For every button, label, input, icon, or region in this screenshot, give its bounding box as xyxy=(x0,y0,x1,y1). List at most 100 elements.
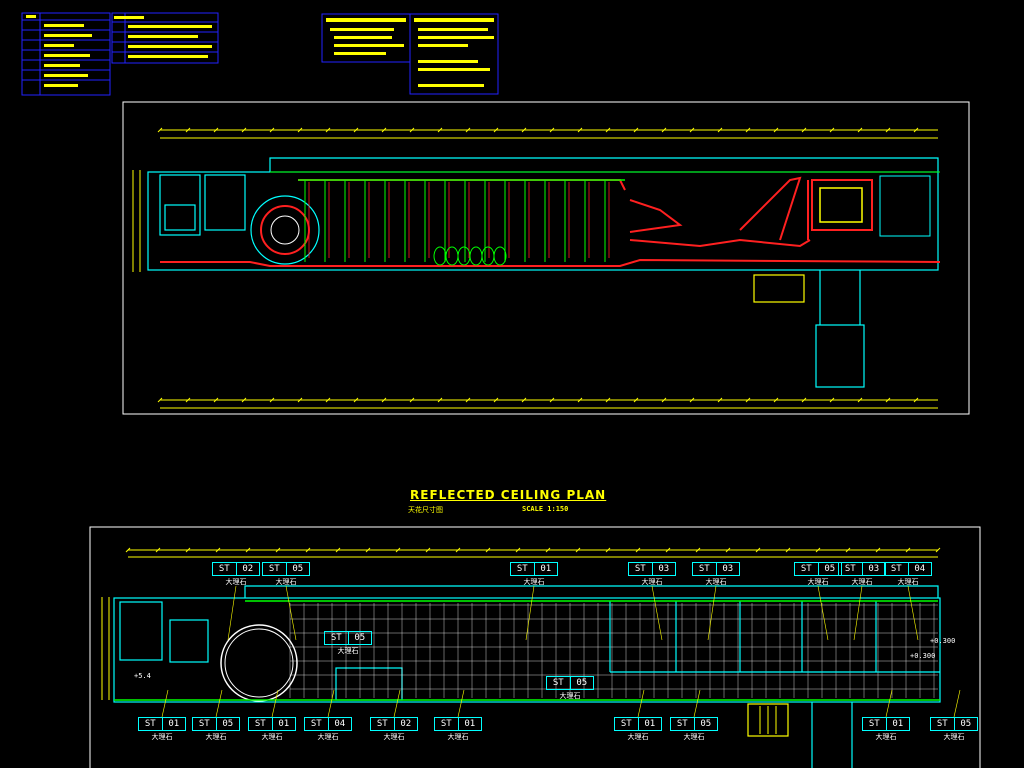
bottom-plan-frame xyxy=(89,526,981,768)
material-note: 大理石 xyxy=(317,733,339,741)
legend-table-left xyxy=(21,12,111,96)
material-number: 01 xyxy=(168,719,180,729)
material-number: 04 xyxy=(914,564,926,574)
material-note: 大理石 xyxy=(225,578,247,586)
material-number: 04 xyxy=(334,719,346,729)
drawing-scale: SCALE 1:150 xyxy=(522,505,569,513)
material-number: 01 xyxy=(464,719,476,729)
notes-box-right xyxy=(409,13,499,95)
material-note: 大理石 xyxy=(447,733,469,741)
material-code: ST xyxy=(305,718,329,730)
material-number: 01 xyxy=(540,564,552,574)
notes-box-left xyxy=(321,13,411,63)
material-code: ST xyxy=(547,677,571,689)
legend-table-right xyxy=(111,12,219,64)
right-rooms-top xyxy=(629,175,931,241)
drawing-title: REFLECTED CEILING PLAN xyxy=(410,488,607,502)
material-tag: ST 01 xyxy=(248,717,296,731)
material-code: ST xyxy=(671,718,695,730)
material-note: 大理石 xyxy=(705,578,727,586)
bottom-dimension-lines xyxy=(101,549,938,700)
top-ceiling-grid xyxy=(270,171,940,262)
material-code: ST xyxy=(511,563,535,575)
dimension-ticks-bottom xyxy=(125,547,941,553)
material-code: ST xyxy=(629,563,653,575)
material-number: 05 xyxy=(576,678,588,688)
material-tag: ST 05 xyxy=(192,717,240,731)
material-note: 大理石 xyxy=(627,733,649,741)
material-tag: ST 05 xyxy=(670,717,718,731)
material-note: 大理石 xyxy=(151,733,173,741)
material-code: ST xyxy=(371,718,395,730)
material-note: 大理石 xyxy=(807,578,829,586)
material-tag: ST 03 xyxy=(628,562,676,576)
material-number: 03 xyxy=(722,564,734,574)
top-dimension-lines xyxy=(132,129,938,409)
material-note: 大理石 xyxy=(559,692,581,700)
material-number: 01 xyxy=(278,719,290,729)
material-note: 大理石 xyxy=(683,733,705,741)
material-note: 大理石 xyxy=(383,733,405,741)
material-tag: ST 05 xyxy=(546,676,594,690)
material-number: 05 xyxy=(354,633,366,643)
material-code: ST xyxy=(435,718,459,730)
material-tag: ST 02 xyxy=(212,562,260,576)
material-code: ST xyxy=(931,718,955,730)
material-code: ST xyxy=(249,718,273,730)
material-note: 大理石 xyxy=(943,733,965,741)
material-code: ST xyxy=(693,563,717,575)
material-note: 大理石 xyxy=(875,733,897,741)
material-number: 05 xyxy=(824,564,836,574)
material-note: 大理石 xyxy=(337,647,359,655)
level-mark: +5.4 xyxy=(134,672,151,680)
material-tag: ST 01 xyxy=(614,717,662,731)
material-code: ST xyxy=(193,718,217,730)
material-tag: ST 03 xyxy=(838,562,886,576)
level-mark: +0.300 xyxy=(910,652,936,660)
material-code: ST xyxy=(863,718,887,730)
rotunda-bottom xyxy=(220,624,298,702)
material-number: 03 xyxy=(658,564,670,574)
material-tag: ST 04 xyxy=(884,562,932,576)
material-number: 05 xyxy=(292,564,304,574)
material-note: 大理石 xyxy=(205,733,227,741)
lamps-row xyxy=(433,246,507,266)
material-code: ST xyxy=(139,718,163,730)
material-code: ST xyxy=(885,563,909,575)
drawing-subtitle: 天花尺寸图 xyxy=(408,506,443,514)
material-tag: ST 03 xyxy=(692,562,740,576)
material-number: 03 xyxy=(868,564,880,574)
material-tag: ST 01 xyxy=(434,717,482,731)
material-code: ST xyxy=(839,563,863,575)
material-note: 大理石 xyxy=(897,578,919,586)
bottom-ceiling-grid xyxy=(289,601,940,698)
leader-lines xyxy=(161,585,961,718)
stair-symbol xyxy=(759,706,777,734)
material-tag: ST 01 xyxy=(138,717,186,731)
material-tag: ST 05 xyxy=(324,631,372,645)
material-note: 大理石 xyxy=(275,578,297,586)
material-number: 01 xyxy=(644,719,656,729)
material-code: ST xyxy=(325,632,349,644)
bottom-light-strips xyxy=(114,600,940,701)
material-tag: ST 05 xyxy=(794,562,842,576)
level-mark: +0.300 xyxy=(930,637,956,645)
material-code: ST xyxy=(795,563,819,575)
material-number: 01 xyxy=(892,719,904,729)
bottom-plan-walls xyxy=(113,585,941,768)
material-code: ST xyxy=(615,718,639,730)
dimension-ticks-top xyxy=(157,127,919,403)
material-tag: ST 04 xyxy=(304,717,352,731)
material-number: 05 xyxy=(222,719,234,729)
material-note: 大理石 xyxy=(851,578,873,586)
material-note: 大理石 xyxy=(641,578,663,586)
material-note: 大理石 xyxy=(261,733,283,741)
material-tag: ST 01 xyxy=(862,717,910,731)
material-code: ST xyxy=(213,563,237,575)
material-number: 05 xyxy=(700,719,712,729)
material-number: 02 xyxy=(242,564,254,574)
